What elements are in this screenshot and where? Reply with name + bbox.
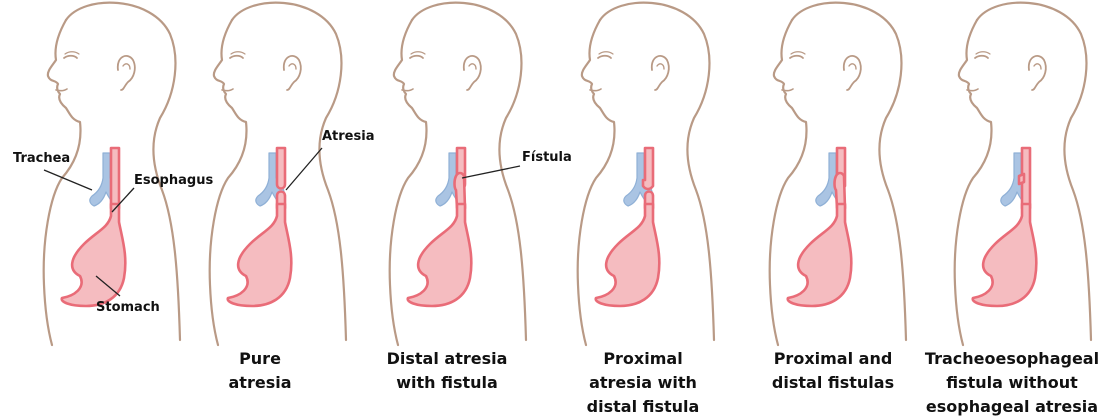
esophagus-upper-fistula [643, 148, 653, 189]
esophagus [111, 148, 119, 208]
esophagus-upper-pouch [277, 148, 285, 189]
stomach [408, 204, 472, 306]
caption-tef-without-atresia: Tracheoesophageal fistula without esopha… [917, 347, 1102, 419]
caption-proximal-atresia-with-distal-fistula: Proximal atresia with distal fistula [548, 347, 738, 419]
caption-proximal-and-distal-fistulas: Proximal and distal fistulas [738, 347, 928, 395]
fistula-leader-line [462, 166, 520, 178]
trachea-leader-line [44, 170, 92, 190]
stomach [62, 204, 126, 306]
caption-distal-atresia-with-fistula: Distal atresia with fistula [352, 347, 542, 395]
esophagus-label: Esophagus [134, 173, 213, 188]
tracheoesophageal-fistula [1019, 174, 1024, 184]
atresia-leader-line [286, 148, 322, 190]
stomach [228, 204, 292, 306]
atresia-label: Atresia [322, 129, 374, 144]
stomach [973, 204, 1037, 306]
stomach-label: Stomach [96, 300, 160, 315]
stomach [596, 204, 660, 306]
caption-pure-atresia: Pure atresia [165, 347, 355, 395]
panel-pure-atresia [210, 3, 346, 345]
panel-distal-atresia-with-fistula [390, 3, 526, 345]
panel-proximal-atresia-with-distal-fistula [578, 3, 714, 345]
panel-proximal-and-distal-fistulas [770, 3, 906, 345]
trachea-label: Trachea [13, 151, 70, 166]
fistula-label: Fístula [522, 150, 572, 165]
panel-tef-without-atresia [955, 3, 1091, 345]
stomach [788, 204, 852, 306]
